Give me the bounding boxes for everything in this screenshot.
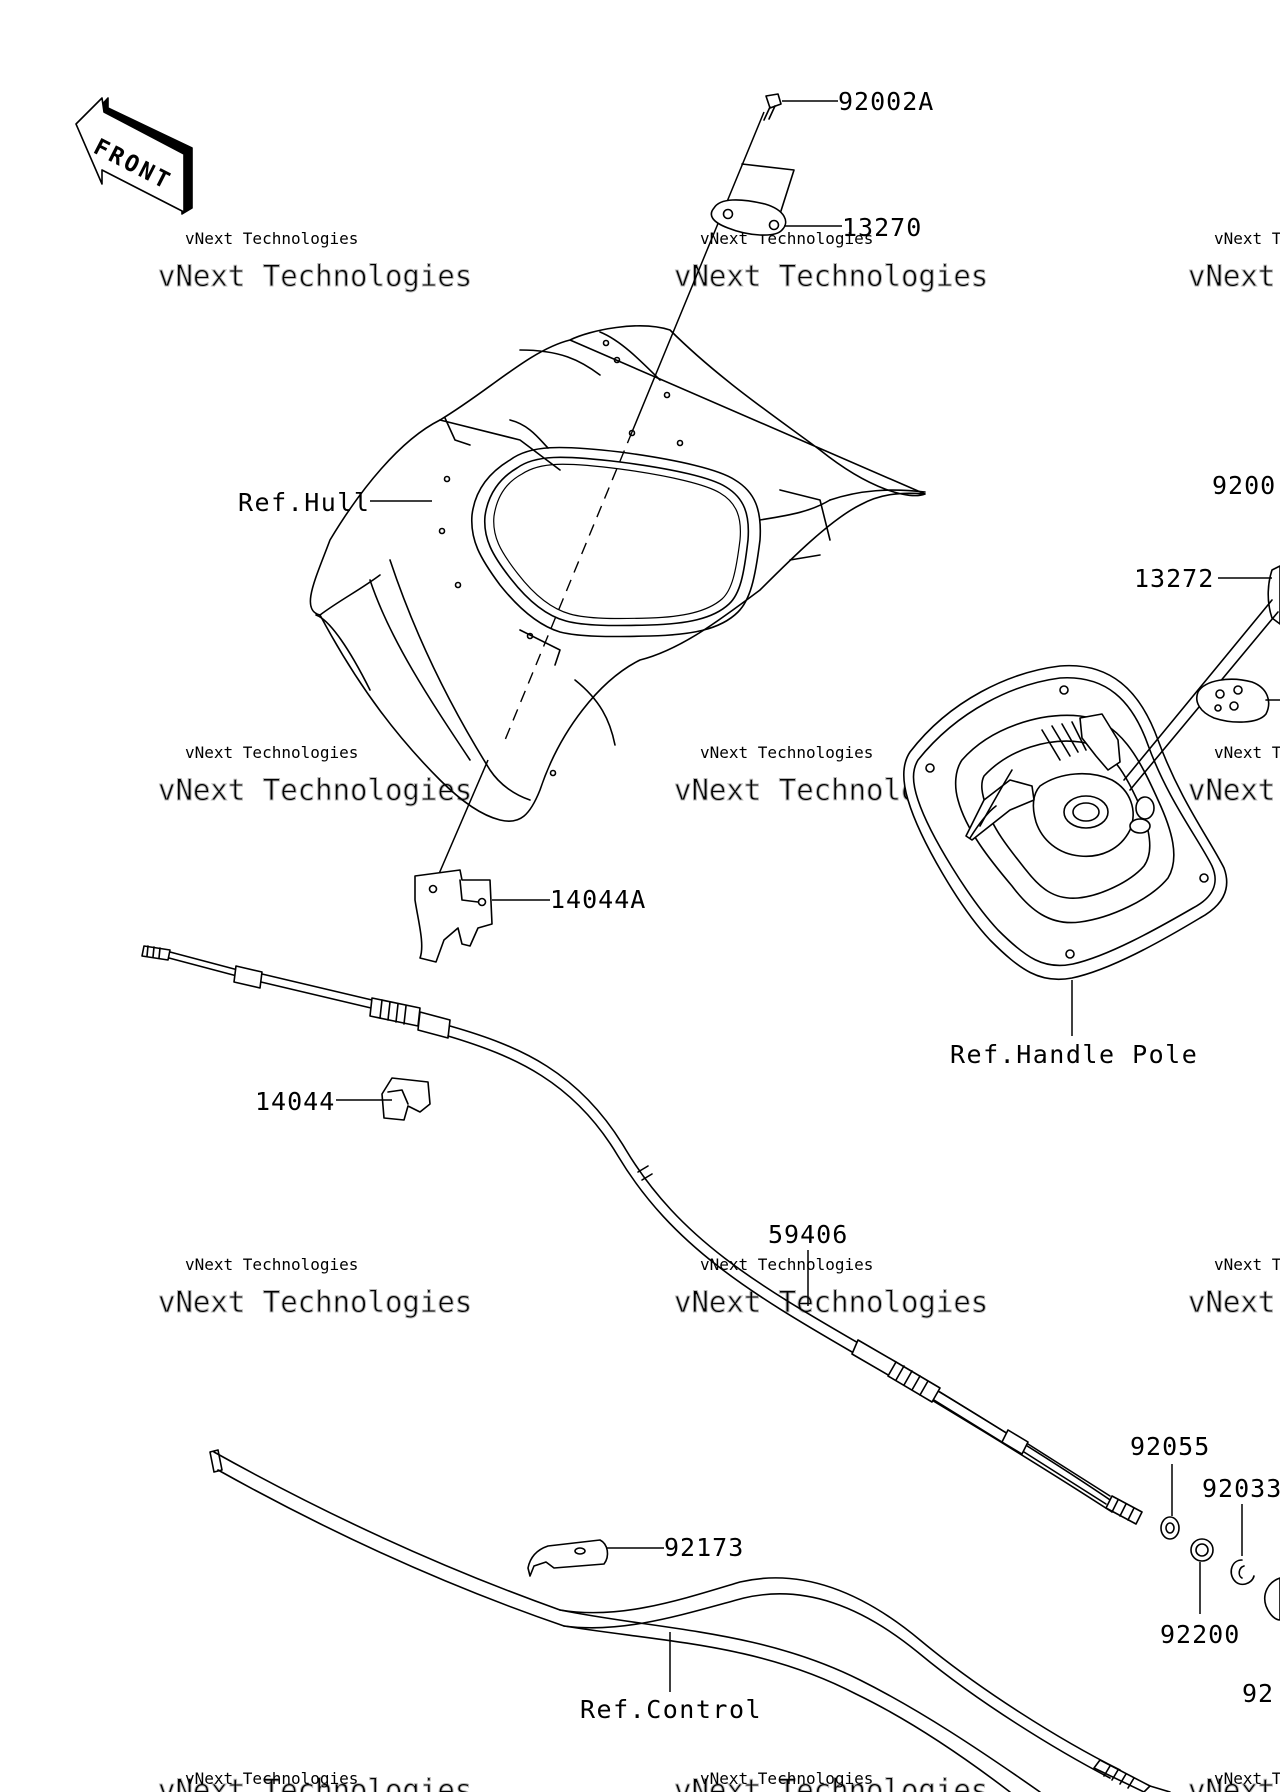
- svg-text:vNext Technologies: vNext Technologies: [158, 773, 472, 807]
- svg-text:vNext Technologies: vNext Technologies: [700, 1255, 873, 1274]
- bracket-14044a-icon: [414, 869, 493, 963]
- part-label-92173: 92173: [664, 1533, 744, 1562]
- svg-text:vNext Technologies: vNext Technologies: [158, 259, 472, 293]
- svg-text:vNext Technologies: vNext Technologies: [1188, 1285, 1280, 1319]
- part-label-92200: 92200: [1160, 1620, 1240, 1649]
- circlip-92033-icon: [1230, 1559, 1255, 1586]
- watermark-7: vNext Technologies vNext Technologies: [158, 1255, 473, 1320]
- part-label-92033: 92033: [1202, 1474, 1280, 1503]
- svg-text:vNext Technologies: vNext Technologies: [674, 1773, 988, 1792]
- watermark-8: vNext Technologies vNext Technologies: [674, 1255, 989, 1320]
- svg-text:vNext Technologies: vNext Technologies: [700, 743, 873, 762]
- clip-14044-icon: [381, 1077, 431, 1121]
- bolt-92002a-icon: [763, 93, 782, 121]
- watermark-6: vNext Technologies vNext Technologies: [1188, 743, 1280, 808]
- installation-axis: [504, 431, 633, 741]
- part-label-9200-partial: 9200: [1212, 471, 1276, 500]
- bracket-92173-icon: [527, 1539, 609, 1577]
- watermark-9: vNext Technologies vNext Technologies: [1188, 1255, 1280, 1320]
- ref-label-handle-pole: Ref.Handle Pole: [950, 1040, 1198, 1069]
- part-label-92055: 92055: [1130, 1432, 1210, 1461]
- svg-text:vNext Technologies: vNext Technologies: [158, 1285, 472, 1319]
- part-label-14044a: 14044A: [550, 885, 646, 914]
- plate-13270-icon: [710, 163, 795, 236]
- watermark-11: vNext Technologies vNext Technologies: [674, 1769, 989, 1792]
- watermark-2: vNext Technologies vNext Technologies: [674, 229, 989, 294]
- svg-text:vNext Technologies: vNext Technologies: [185, 743, 358, 762]
- svg-text:vNext Technologies: vNext Technologies: [185, 229, 358, 248]
- front-arrow-icon: FRONT: [75, 97, 193, 215]
- washer-92200-icon: [1190, 1538, 1214, 1562]
- svg-text:vNext Technologies: vNext Technologies: [1188, 259, 1280, 293]
- svg-text:vNext Technologies: vNext Technologies: [674, 1285, 988, 1319]
- watermark-4: vNext Technologies vNext Technologies: [158, 743, 473, 808]
- svg-text:vNext Technologies: vNext Technologies: [185, 1255, 358, 1274]
- svg-text:vNext Technologies: vNext Technologies: [1214, 743, 1280, 762]
- watermark-12: vNext Technologies vNext Technologies: [1188, 1769, 1280, 1792]
- part-label-13270: 13270: [842, 213, 922, 242]
- svg-text:vNext Technologies: vNext Technologies: [700, 1769, 873, 1788]
- ref-label-hull: Ref.Hull: [238, 488, 370, 517]
- svg-text:vNext Technologies: vNext Technologies: [1214, 229, 1280, 248]
- part-label-59406: 59406: [768, 1220, 848, 1249]
- fastener-axis-top: [631, 111, 765, 433]
- svg-text:vNext Technologies: vNext Technologies: [1188, 1773, 1280, 1792]
- bracket-13272-icon: [1123, 565, 1280, 791]
- svg-text:vNext Technologies: vNext Technologies: [1214, 1255, 1280, 1274]
- bracket-axis: [431, 759, 489, 891]
- fitting-partial-icon: [1264, 1577, 1280, 1621]
- grommet-icon: [1196, 678, 1280, 723]
- ref-label-control: Ref.Control: [580, 1695, 762, 1724]
- svg-text:vNext Technologies: vNext Technologies: [700, 229, 873, 248]
- hull-drawing: [309, 325, 926, 822]
- svg-text:vNext Technologies: vNext Technologies: [1188, 773, 1280, 807]
- washer-92055-icon: [1160, 1516, 1180, 1540]
- watermark-1: vNext Technologies vNext Technologies: [158, 229, 473, 294]
- watermark-3: vNext Technologies vNext Technologies: [1188, 229, 1280, 294]
- svg-text:vNext Technologies: vNext Technologies: [674, 259, 988, 293]
- watermark-10: vNext Technologies vNext Technologies: [158, 1769, 473, 1792]
- handle-pole-drawing: [902, 664, 1228, 981]
- svg-text:vNext Technologies: vNext Technologies: [185, 1769, 358, 1788]
- part-label-14044: 14044: [255, 1087, 335, 1116]
- part-label-92002a: 92002A: [838, 87, 934, 116]
- watermarks: vNext Technologies vNext Technologies vN…: [158, 229, 1280, 1792]
- cable-59406-icon: [141, 945, 1143, 1525]
- part-label-92-partial: 92: [1242, 1679, 1274, 1708]
- control-cable-drawing: [209, 1449, 1171, 1792]
- svg-text:vNext Technologies: vNext Technologies: [1214, 1769, 1280, 1788]
- part-label-13272: 13272: [1134, 564, 1214, 593]
- svg-text:vNext Technologies: vNext Technologies: [158, 1773, 472, 1792]
